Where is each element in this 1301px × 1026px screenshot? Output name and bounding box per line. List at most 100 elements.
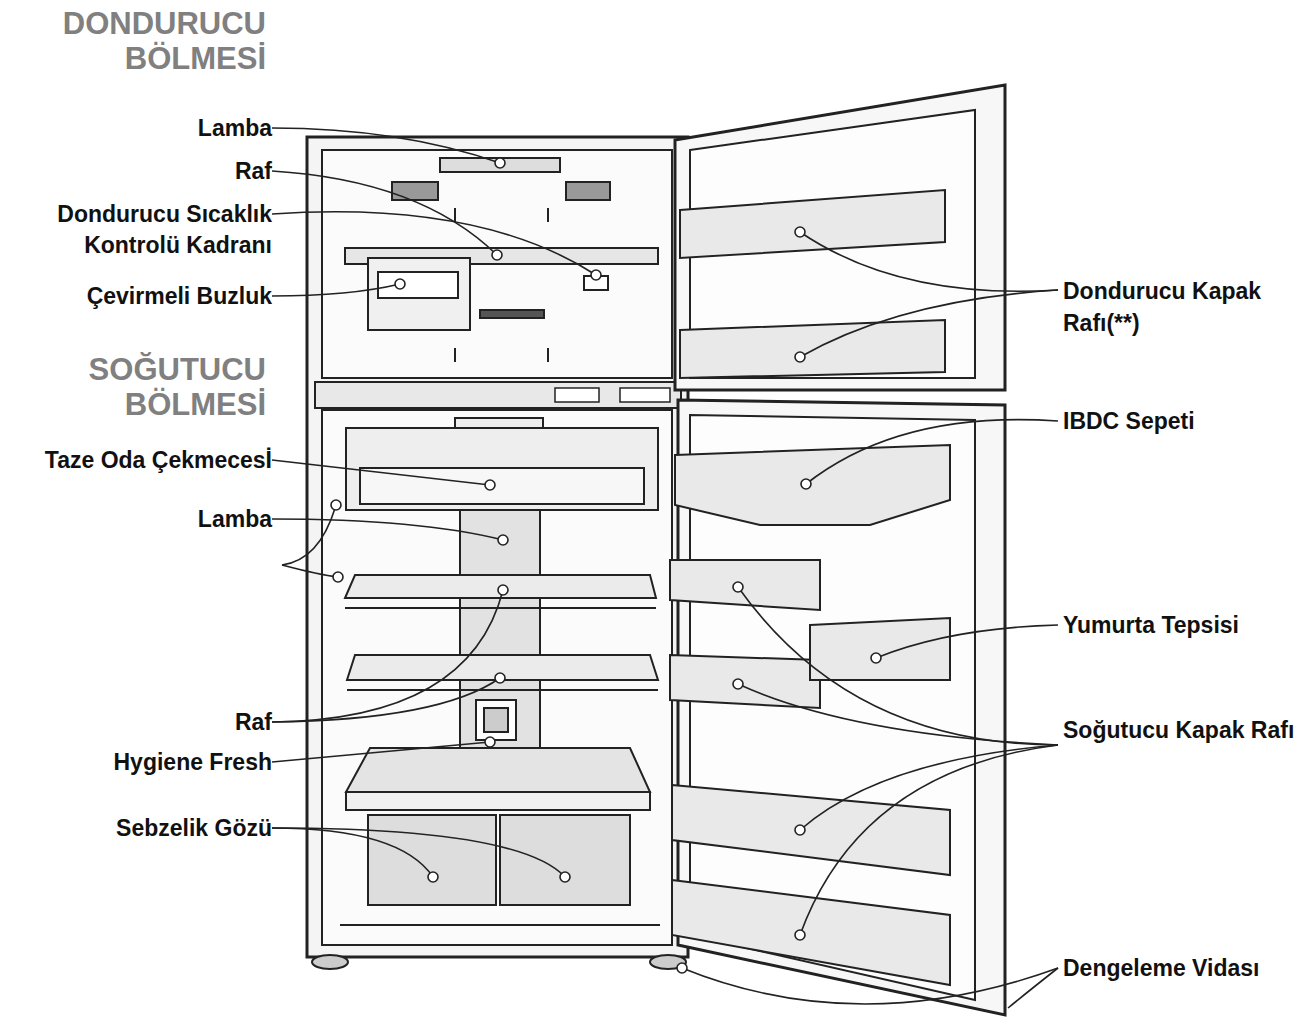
callout-dot xyxy=(495,158,505,168)
fridge-interior xyxy=(347,689,658,691)
leader-line xyxy=(272,742,490,762)
part-label: Raf xyxy=(60,156,272,187)
fridge-interior xyxy=(360,468,644,504)
leader-line xyxy=(282,505,336,565)
leader-line xyxy=(272,678,500,722)
part-label: Raf xyxy=(60,707,272,738)
leader-line xyxy=(272,828,565,877)
fridge-interior xyxy=(345,607,656,609)
freezer-interior xyxy=(345,158,658,362)
freezer-door xyxy=(680,320,945,378)
leader-line xyxy=(800,290,1058,357)
freezer-interior xyxy=(480,310,544,318)
cabinet xyxy=(307,137,688,969)
freezer-interior xyxy=(368,258,470,330)
fridge-door xyxy=(675,445,950,525)
leader-line xyxy=(800,745,1058,830)
fridge-interior xyxy=(484,708,508,732)
callout-dot xyxy=(498,585,508,595)
fridge-interior xyxy=(460,510,540,750)
leader-line xyxy=(876,625,1058,658)
part-label: Hygiene Fresh xyxy=(30,747,272,778)
callout-dot xyxy=(677,963,687,973)
cabinet xyxy=(315,382,681,408)
leader-line xyxy=(800,745,1058,935)
freezer-interior xyxy=(547,348,549,362)
part-label: Taze Oda Çekmecesİ xyxy=(2,445,272,476)
fridge-door xyxy=(672,785,950,875)
fridge-interior xyxy=(500,815,630,905)
callout-dot xyxy=(492,250,502,260)
callout-dot xyxy=(498,535,508,545)
fridge-door xyxy=(670,560,820,610)
cabinet xyxy=(312,955,348,969)
freezer-interior xyxy=(454,348,456,362)
fridge-interior xyxy=(345,575,656,598)
cabinet xyxy=(322,150,672,378)
fridge-door xyxy=(810,618,950,680)
section-heading: SOĞUTUCU BÖLMESİ xyxy=(26,352,266,422)
freezer-interior xyxy=(454,208,456,222)
callout-dot xyxy=(591,270,601,280)
callout-dot xyxy=(560,872,570,882)
cabinet xyxy=(555,388,599,402)
callout-dot xyxy=(871,653,881,663)
leader-line xyxy=(272,590,503,722)
fridge-door xyxy=(670,400,1005,1015)
fridge-door xyxy=(670,655,820,708)
fridge-interior xyxy=(340,924,660,926)
freezer-interior xyxy=(566,182,610,200)
callout-dot xyxy=(485,737,495,747)
callout-dot xyxy=(795,825,805,835)
leader-line xyxy=(272,212,596,275)
fridge-interior xyxy=(455,418,543,428)
leader-line xyxy=(738,587,1058,745)
cabinet xyxy=(322,410,672,945)
part-label: Dengeleme Vidası xyxy=(1063,953,1301,984)
part-label: Çevirmeli Buzluk xyxy=(12,281,272,312)
fridge-interior xyxy=(346,748,650,792)
callout-dot xyxy=(795,352,805,362)
callout-dot xyxy=(733,679,743,689)
leader-line xyxy=(272,519,503,540)
callout-dot xyxy=(395,279,405,289)
part-label: IBDC Sepeti xyxy=(1063,406,1299,437)
freezer-interior xyxy=(440,158,560,172)
callout-dot xyxy=(733,582,743,592)
fridge-interior xyxy=(346,428,658,510)
leader-line xyxy=(282,565,338,577)
part-label: Dondurucu Kapak Rafı(**) xyxy=(1063,275,1299,339)
callout-dot xyxy=(795,930,805,940)
fridge-interior xyxy=(340,418,660,925)
callout-dot xyxy=(331,500,341,510)
part-label: Soğutucu Kapak Rafı xyxy=(1063,710,1299,750)
leader-line xyxy=(272,284,400,296)
callout-dot xyxy=(485,480,495,490)
part-label: Sebzelik Gözü xyxy=(30,813,272,844)
leader-line xyxy=(272,128,500,163)
freezer-interior xyxy=(392,182,438,200)
part-label: Lamba xyxy=(60,113,272,144)
leader-line xyxy=(800,232,1058,291)
part-label: Dondurucu Sıcaklık Kontrolü Kadranı xyxy=(12,199,272,261)
fridge-interior xyxy=(346,792,650,810)
callout-dot xyxy=(331,158,881,973)
callout-dot xyxy=(495,673,505,683)
freezer-door xyxy=(675,85,1005,390)
freezer-door xyxy=(680,190,945,258)
freezer-door xyxy=(675,85,1005,390)
leader-line xyxy=(806,420,1058,484)
callout-dot xyxy=(801,479,811,489)
fridge-interior xyxy=(476,700,516,740)
leader-line xyxy=(738,684,1058,745)
leader-line xyxy=(272,460,490,485)
section-heading: DONDURUCU BÖLMESİ xyxy=(26,6,266,76)
callout-dot xyxy=(428,872,438,882)
leader-line xyxy=(682,968,1058,1004)
fridge-door xyxy=(672,880,950,985)
leader-line xyxy=(1008,968,1058,1008)
part-label: Yumurta Tepsisi xyxy=(1063,610,1299,641)
fridge-interior xyxy=(368,815,496,905)
